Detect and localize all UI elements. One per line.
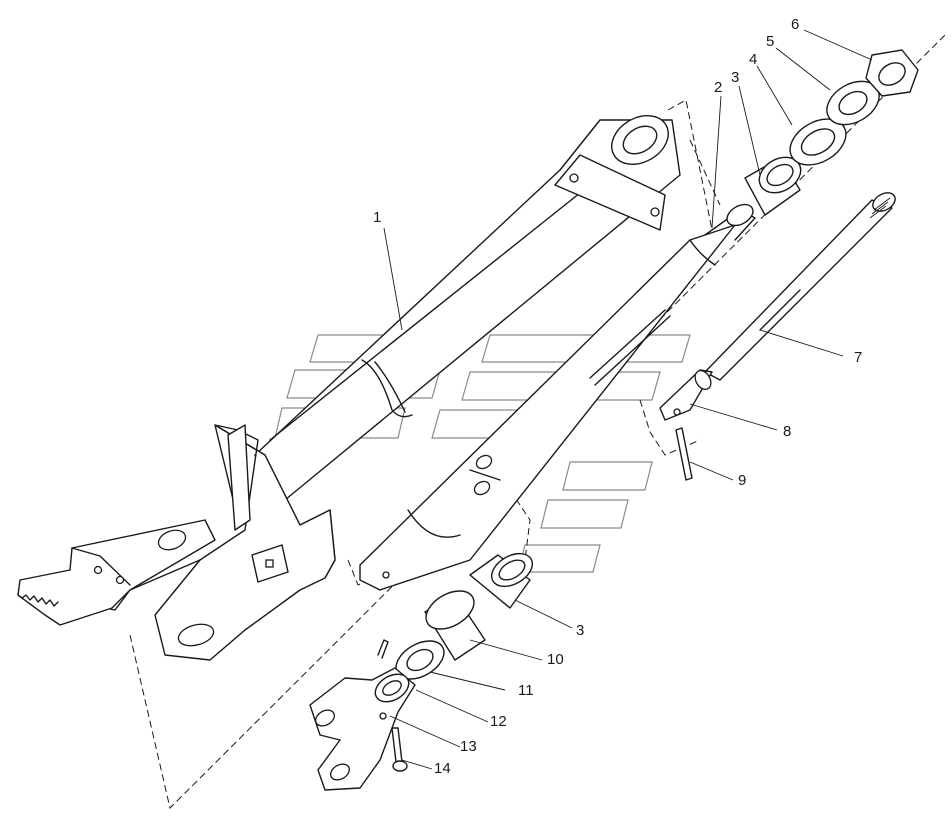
callout-4: 4: [749, 51, 757, 68]
part-8-lever: [659, 369, 713, 421]
callout-5: 5: [766, 33, 774, 50]
callout-3-lower: 3: [576, 622, 584, 639]
part-2-inner-tube: [359, 203, 756, 591]
leader-lines: [383, 29, 873, 770]
part-1-beam-housing: [17, 115, 681, 661]
part-10-spacer: [424, 590, 486, 661]
part-14-bolt: [391, 727, 408, 772]
callout-8: 8: [783, 423, 791, 440]
part-11-washer: [395, 640, 445, 680]
callout-14: 14: [434, 760, 451, 777]
callout-6: 6: [791, 16, 799, 33]
callout-13: 13: [460, 738, 477, 755]
part-6-nut: [865, 49, 919, 97]
callout-12: 12: [490, 713, 507, 730]
part-3-upper-bushing: [744, 156, 802, 216]
part-3-lower-bushing: [469, 552, 533, 609]
callout-11: 11: [518, 682, 534, 699]
callout-7: 7: [854, 349, 862, 366]
callout-1: 1: [373, 209, 381, 226]
callout-10: 10: [547, 651, 564, 668]
part-7-shaft: [704, 192, 896, 381]
callout-labels: 1 2 3 4 5 6 7 8 9 3 10 11 12 13 14: [373, 16, 862, 777]
part-12-cotter-pin: [377, 639, 389, 659]
callout-3-upper: 3: [731, 69, 739, 86]
callout-9: 9: [738, 472, 746, 489]
part-13-yoke: [309, 667, 416, 791]
callout-2: 2: [714, 79, 722, 96]
part-9-pin: [675, 427, 693, 481]
part-4-ring: [789, 118, 847, 166]
